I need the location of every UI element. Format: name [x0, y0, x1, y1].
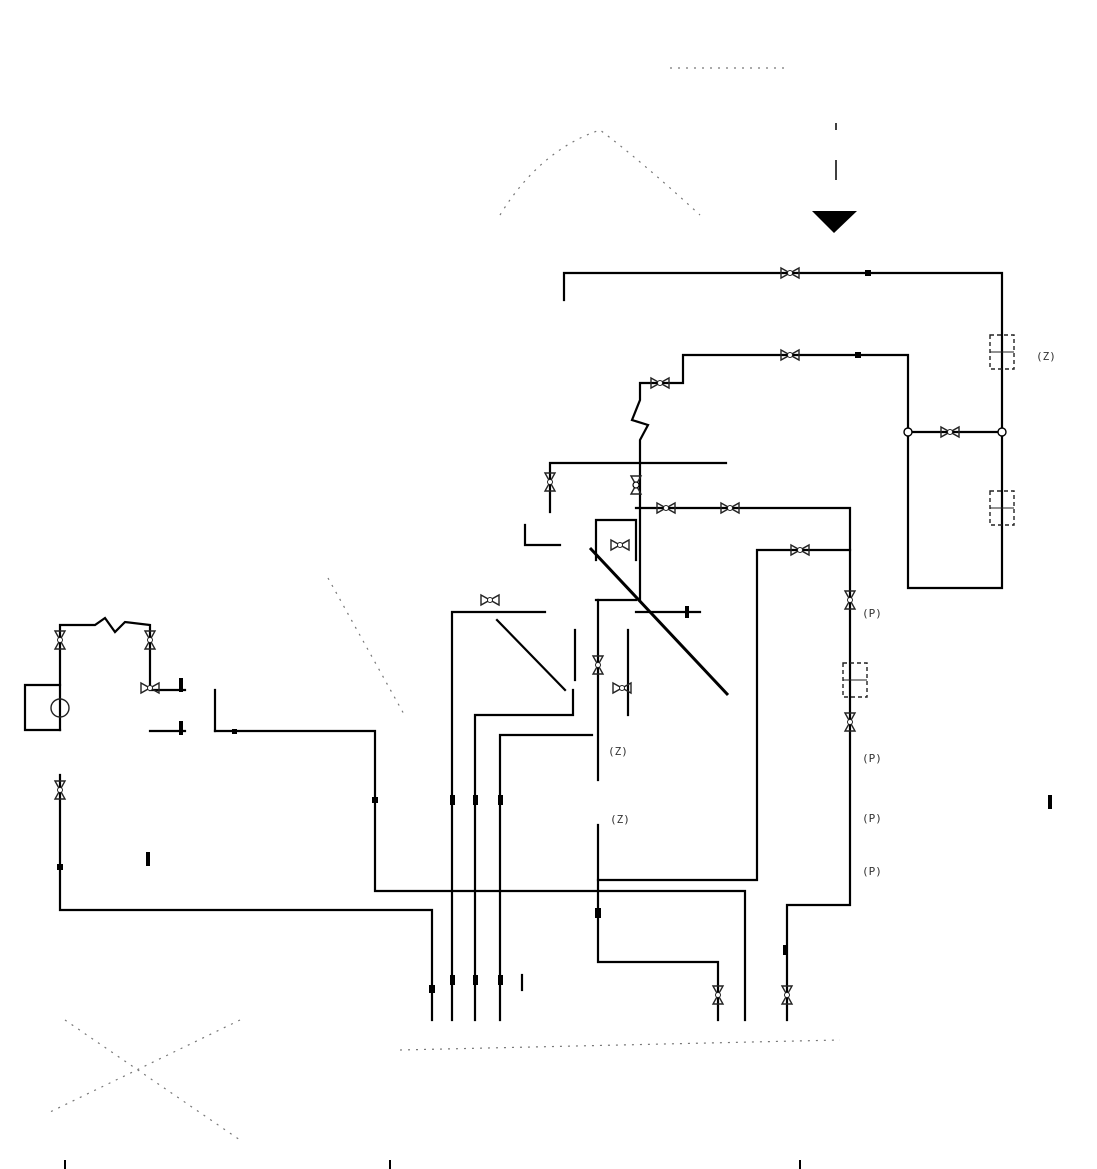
- junction-node: [997, 427, 1007, 437]
- flow-dot: [372, 797, 378, 803]
- pipe-branch-right: [634, 506, 852, 1022]
- flow-dot: [473, 795, 478, 805]
- pipe-small-box: [594, 518, 638, 562]
- label-p-3: (P): [862, 812, 882, 825]
- diagonal-secondary: [495, 618, 567, 692]
- pipe-mid-header: [548, 461, 728, 514]
- pipe-bundle-2: [473, 688, 575, 1022]
- junction-node: [903, 427, 913, 437]
- flow-dot: [179, 678, 183, 692]
- valves: [54, 267, 960, 1005]
- bottom-ticks: [64, 123, 837, 1169]
- pipe-bundle-5: [58, 773, 434, 1022]
- flow-dot: [450, 975, 455, 985]
- flow-dot: [232, 729, 237, 734]
- faint-cross-a: [64, 1019, 241, 1141]
- label-p-2: (P): [862, 752, 882, 765]
- flow-dot: [498, 795, 503, 805]
- pipe-left-stub: [523, 523, 562, 547]
- faint-cross-b: [49, 1019, 241, 1113]
- flow-dot: [57, 864, 63, 870]
- flow-dot: [595, 908, 601, 918]
- pipe-inner-stub: [573, 628, 630, 717]
- flow-dot: [783, 945, 788, 955]
- junction-node: [632, 481, 640, 489]
- faint-bottom-line: [399, 1039, 841, 1051]
- flow-dot: [685, 606, 689, 618]
- pipe-vertical-main: [596, 598, 720, 1022]
- valve[interactable]: [480, 594, 500, 606]
- flow-dot: [146, 852, 150, 866]
- pipe-top-header: [562, 271, 1004, 590]
- flow-dot: [429, 985, 435, 993]
- flow-dot: [498, 975, 503, 985]
- components: [50, 334, 1015, 718]
- valve[interactable]: [610, 539, 630, 551]
- faint-diagonal: [327, 577, 406, 717]
- flow-dot: [473, 975, 478, 985]
- label-p-4: (P): [862, 865, 882, 878]
- pipe-left-loop: [23, 683, 62, 732]
- inlet-triangle: [812, 211, 857, 233]
- pump-left[interactable]: [50, 698, 70, 718]
- label-z-mid-2: (Z): [610, 813, 630, 826]
- labels: (Z) (P) (P) (P) (P) (Z) (Z): [608, 350, 1056, 878]
- faint-arc-top: [499, 129, 701, 216]
- pump-component[interactable]: [842, 662, 868, 698]
- flow-markers: [57, 270, 1052, 993]
- flow-dot: [1048, 795, 1052, 809]
- label-p-1: (P): [862, 607, 882, 620]
- pipe-riser: [630, 381, 662, 602]
- diagonal-main: [588, 546, 730, 697]
- pipe-bundle-3: [498, 733, 594, 1022]
- label-z-mid-1: (Z): [608, 745, 628, 758]
- flow-dot: [450, 795, 455, 805]
- pipe-left-unit: [58, 616, 217, 733]
- flow-dot: [865, 270, 871, 276]
- pipe-branch-return: [596, 548, 852, 882]
- label-z-top-right: (Z): [1036, 350, 1056, 363]
- pipe-bundle-4: [213, 729, 747, 1022]
- flow-dot: [179, 721, 183, 735]
- pipe-bundle-1: [450, 610, 547, 1022]
- faint-annotations: [49, 67, 841, 1141]
- flow-dot: [855, 352, 861, 358]
